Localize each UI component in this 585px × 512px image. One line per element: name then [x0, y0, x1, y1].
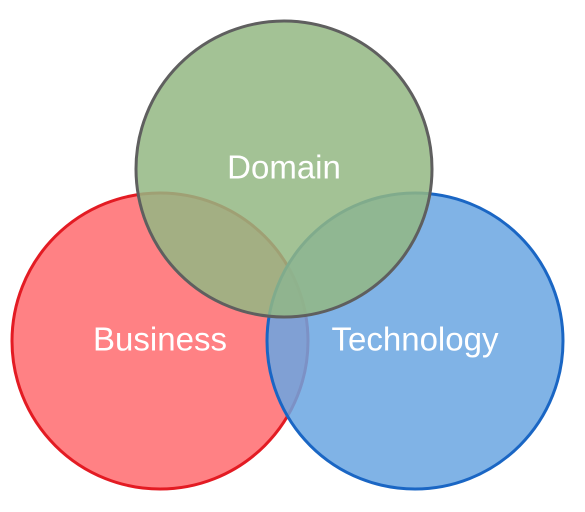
- technology-label: Technology: [332, 321, 499, 358]
- business-label: Business: [93, 321, 227, 358]
- domain-label: Domain: [227, 149, 341, 186]
- domain-circle: [134, 19, 434, 319]
